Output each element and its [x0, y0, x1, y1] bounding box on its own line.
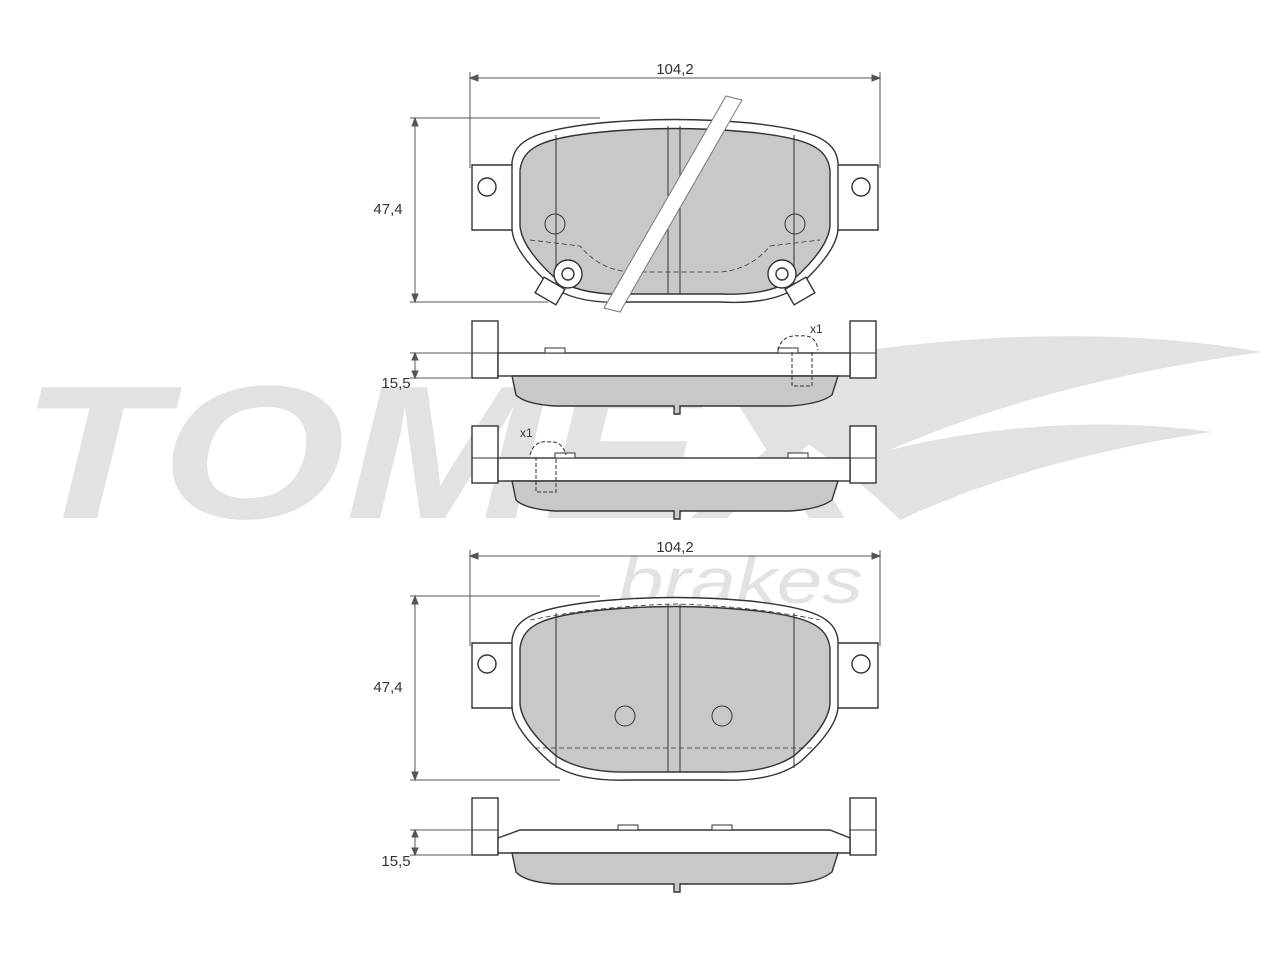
bottom-pad-thickness-dimension	[410, 828, 472, 857]
backing-plate-edge	[497, 352, 851, 377]
wear-indicator	[529, 441, 567, 493]
friction-layer	[511, 852, 839, 893]
right-tab	[849, 425, 877, 484]
top-pad-side-view-2	[471, 425, 877, 520]
wear-indicator	[777, 335, 819, 387]
left-ear-hole	[477, 177, 497, 197]
side2-qty-label: x1	[520, 426, 533, 440]
side1-qty-label: x1	[810, 322, 823, 336]
right-mounting-ear	[838, 164, 879, 231]
top-pad-side-view-1	[471, 320, 877, 415]
right-ear-hole	[851, 177, 871, 197]
right-ear-hole	[851, 654, 871, 674]
backing-plate-edge	[497, 829, 851, 854]
left-ear-hole	[477, 654, 497, 674]
top-thickness-label: 15,5	[381, 375, 410, 392]
right-tab	[849, 320, 877, 379]
top-height-label: 47,4	[373, 201, 402, 218]
diagonal-stripe	[603, 95, 743, 313]
bottom-thickness-label: 15,5	[381, 853, 410, 870]
top-width-label: 104,2	[656, 61, 694, 78]
bottom-height-label: 47,4	[373, 679, 402, 696]
bottom-pad-height-dimension	[410, 594, 600, 782]
top-pad-thickness-dimension	[410, 351, 472, 380]
backing-plate-edge	[497, 457, 851, 482]
left-mounting-ear	[471, 642, 512, 709]
bottom-pad-width-dimension	[468, 550, 882, 646]
right-mounting-ear	[838, 642, 879, 709]
spring-clip-left	[534, 259, 583, 306]
left-tab	[471, 797, 499, 856]
bottom-width-label: 104,2	[656, 539, 694, 556]
left-tab	[471, 425, 499, 484]
bottom-pad-front-view	[471, 596, 879, 781]
watermark-swoosh	[700, 336, 1262, 520]
friction-layer	[511, 375, 839, 415]
right-tab	[849, 797, 877, 856]
pad-hole-right	[711, 705, 733, 727]
top-pad-height-dimension	[410, 116, 600, 304]
top-pad-width-dimension	[468, 72, 882, 168]
pad-hole-right	[784, 213, 806, 235]
pad-hole-left	[614, 705, 636, 727]
hidden-outline	[529, 239, 821, 273]
pad-hole-left	[544, 213, 566, 235]
friction-material	[519, 605, 831, 773]
bottom-pad-side-view	[471, 797, 877, 893]
friction-layer	[511, 480, 839, 520]
left-mounting-ear	[471, 164, 512, 231]
left-tab	[471, 320, 499, 379]
hidden-outline	[529, 603, 821, 749]
spring-clip-right	[767, 259, 816, 306]
